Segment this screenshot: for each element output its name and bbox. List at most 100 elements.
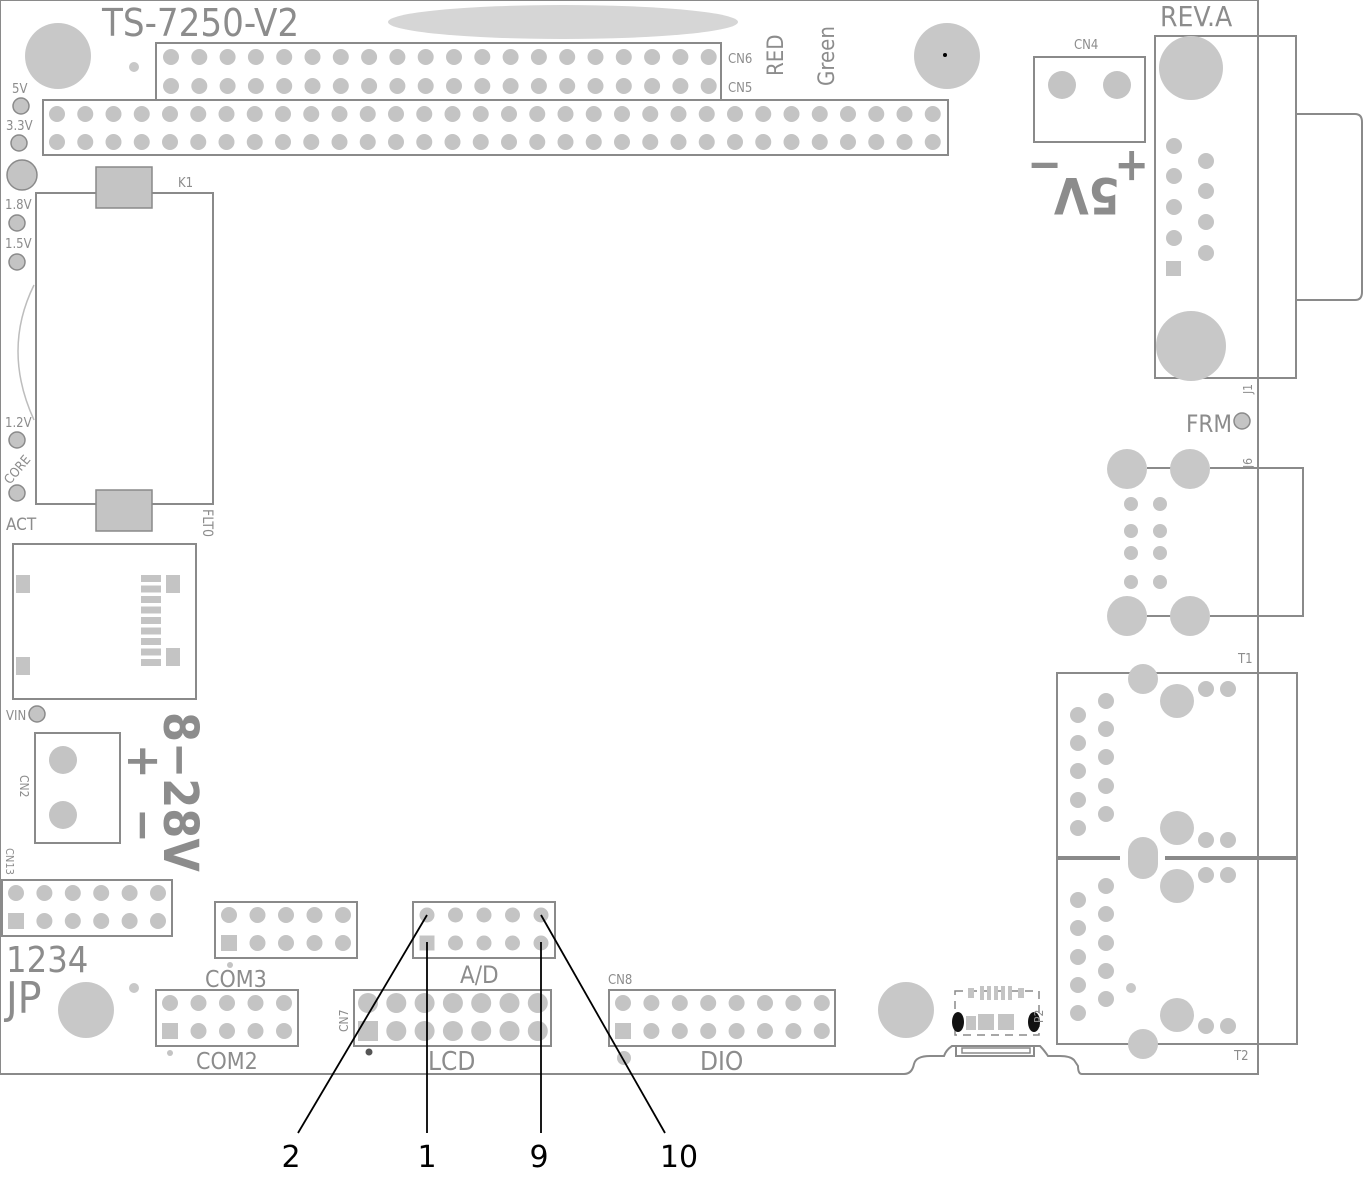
sd-card-socket [12,543,197,700]
pin-pad [278,935,294,951]
pin-pad [1098,721,1114,737]
pin-pad [728,995,745,1011]
pin-pad [133,134,150,150]
vin-led [28,705,46,723]
p2-label: P2 [1032,1010,1046,1023]
usb-contact [1001,986,1005,1000]
pin1-pad [162,1023,178,1039]
pin-pad [133,106,150,122]
pin-pad [1153,497,1167,511]
pin-pad [896,134,913,150]
pin-pad [471,1021,492,1041]
pin-pad [728,1023,745,1039]
pin-pad [1198,867,1214,883]
dio-label: DIO [700,1047,743,1077]
pin-pad [303,134,320,150]
lcd-label: LCD [428,1047,475,1077]
pin-pad [49,134,65,150]
sd-contact [141,638,161,645]
pin-pad [671,995,688,1011]
com3-label: COM3 [205,967,267,993]
pin-pad [527,993,548,1013]
pin-pad [331,106,348,122]
pin-pad [306,907,323,923]
pin-pad [559,78,576,94]
pin-pad [529,106,546,122]
pin-pad [414,1021,435,1041]
cn4-label: CN4 [1074,38,1098,53]
cn2-minus: − [117,808,171,843]
pin-pad [559,49,576,65]
pin-pad [755,106,772,122]
pin-pad [1124,497,1138,511]
j1-db9-connector [1154,35,1363,381]
pin-pad [1070,735,1086,751]
pin-pad [331,134,348,150]
cn13-label: CN13 [3,848,16,875]
pin-pad [1124,524,1138,538]
pc104-header [42,99,949,156]
led-33v [10,134,28,152]
pin-pad [476,935,492,951]
pin-pad [304,78,321,94]
pin-pad [219,78,236,94]
pin-pad [502,49,519,65]
pin-pad [219,49,236,65]
mount-hole [25,23,91,89]
cn7-label: CN7 [337,1010,351,1032]
pin-pad [361,49,378,65]
pin-pad [304,49,321,65]
sd-contact [141,648,161,656]
pin1-pad [615,1023,631,1039]
pin-pad [1070,792,1086,808]
pin-pad [191,78,208,94]
pin1-pad [8,913,24,929]
callout-pin-9: 9 [529,1140,548,1175]
pin-pad [150,885,166,901]
pin-pad [868,134,885,150]
frm-label: FRM [1186,410,1232,438]
pin-pad [700,995,717,1011]
sd-contact [141,575,161,582]
pin-pad [218,134,235,150]
ethernet-connectors [1056,664,1298,1059]
pin-pad [190,134,207,150]
pin-pad [1166,230,1182,246]
pin-pad [446,78,462,94]
usb-contact [980,986,984,1000]
pin-pad [1220,867,1236,883]
pin-pad [530,78,547,94]
pin-pad [785,995,802,1011]
pin-pad [643,995,660,1011]
pin-pad [1098,693,1114,709]
pin-pad [1153,575,1167,589]
pin-pad [417,78,434,94]
pin-pad [247,995,264,1011]
board-title: TS-7250-V2 [101,1,299,45]
pin-pad [530,49,547,65]
mount-hole [878,982,934,1038]
pin-pad [813,1023,830,1039]
pin-pad [924,134,941,150]
p2-usb-connector [952,986,1040,1036]
pin-pad [448,907,463,923]
pin-pad [162,106,178,122]
pin-pad [278,907,294,923]
pin-pad [1098,963,1114,979]
pin-pad [868,106,885,122]
pin-pad [162,134,178,150]
ad-label: A/D [460,961,499,989]
pin-pad [1070,977,1086,993]
pin-pad [303,106,320,122]
pin-pad [501,106,517,122]
pin-pad [499,993,520,1013]
button [6,159,38,191]
pin-pad [275,106,291,122]
pin-pad [642,106,659,122]
pin-pad [219,995,235,1011]
pin-pad [1198,832,1214,848]
pin-pad [499,1021,520,1041]
cn2-power-connector [34,732,121,844]
pin-pad [755,134,772,150]
pin-pad [1198,1018,1214,1034]
